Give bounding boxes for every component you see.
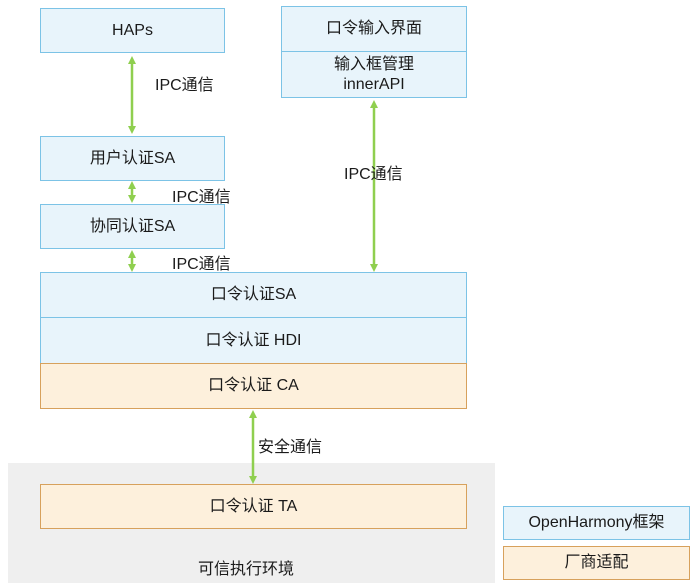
user-auth-sa-box: 用户认证SA — [40, 136, 225, 181]
legend-vendor: 厂商适配 — [503, 546, 690, 580]
input-box-mgmt-label: 输入框管理 — [333, 56, 414, 74]
secure-comm-label: 安全通信 — [258, 439, 323, 456]
pin-auth-sa-box: 口令认证SA — [40, 272, 467, 318]
pin-input-ui-box: 口令输入界面 — [281, 6, 467, 52]
tee-label: 可信执行环境 — [198, 561, 295, 578]
ipc-label-inputmgmt-pinsa: IPC通信 — [344, 166, 403, 183]
ipc-label-usersa-coauth: IPC通信 — [172, 189, 231, 206]
input-box-mgmt-api-label: innerAPI — [343, 75, 405, 93]
pin-input-ui-label: 口令输入界面 — [325, 20, 422, 38]
legend-framework-label: OpenHarmony框架 — [528, 514, 665, 532]
input-box-mgmt-box: 输入框管理 innerAPI — [281, 51, 467, 98]
pin-auth-hdi-label: 口令认证 HDI — [205, 331, 302, 349]
pin-auth-sa-label: 口令认证SA — [210, 286, 297, 304]
pin-auth-hdi-box: 口令认证 HDI — [40, 317, 467, 364]
pin-auth-ca-label: 口令认证 CA — [208, 377, 299, 395]
pin-auth-ta-label: 口令认证 TA — [209, 497, 298, 515]
coauth-sa-label: 协同认证SA — [89, 217, 176, 235]
pin-auth-ta-box: 口令认证 TA — [40, 484, 467, 529]
legend-framework: OpenHarmony框架 — [503, 506, 690, 540]
haps-box: HAPs — [40, 8, 225, 53]
pin-auth-ca-box: 口令认证 CA — [40, 363, 467, 409]
ipc-label-haps-usersa: IPC通信 — [155, 77, 214, 94]
legend-vendor-label: 厂商适配 — [564, 554, 629, 572]
ipc-label-coauth-pinsa: IPC通信 — [172, 256, 231, 273]
haps-label: HAPs — [112, 21, 153, 39]
user-auth-sa-label: 用户认证SA — [89, 149, 176, 167]
coauth-sa-box: 协同认证SA — [40, 204, 225, 249]
